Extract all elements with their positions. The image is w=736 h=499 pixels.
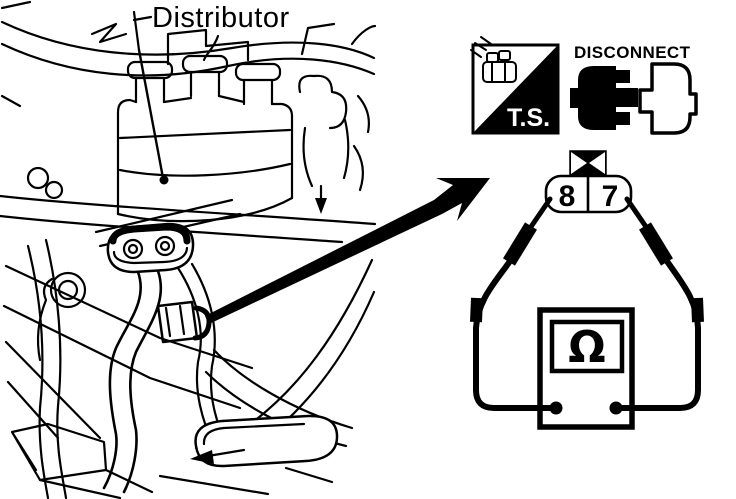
sensor-connector xyxy=(156,300,212,344)
hoses-top xyxy=(0,0,377,108)
ohmmeter: Ω xyxy=(549,319,625,415)
ohm-symbol: Ω xyxy=(568,322,605,373)
test-connector: 8 7 xyxy=(544,150,633,214)
terminal-8-label: 8 xyxy=(559,180,576,213)
tester-connector-glyph xyxy=(470,36,517,83)
engine-line-art xyxy=(0,0,377,499)
disconnect-socket-half xyxy=(570,66,638,130)
ohmmeter-display xyxy=(549,319,625,374)
distributor-callout-leader xyxy=(90,10,220,185)
leader-dot xyxy=(159,175,169,185)
disconnect-icon: DISCONNECT xyxy=(570,43,698,135)
engine-right-fittings xyxy=(298,74,370,214)
connector-boot xyxy=(106,222,195,274)
key-mark-white-right xyxy=(589,152,605,174)
disconnect-label: DISCONNECT xyxy=(574,43,691,62)
lead-sleeve-right xyxy=(691,297,704,323)
meter-terminal-right xyxy=(609,401,623,415)
key-mark-white-left xyxy=(571,152,587,174)
meter-terminal-left xyxy=(549,401,563,415)
terminal-7-label: 7 xyxy=(602,180,619,213)
test-leads xyxy=(470,196,704,411)
chassis-lines xyxy=(2,238,339,499)
tester-icon-black-triangle xyxy=(473,45,558,133)
lead-wire-left xyxy=(473,249,555,411)
magnification-arrow xyxy=(205,178,490,324)
disconnect-plug-half xyxy=(638,62,698,135)
lead-wire-right xyxy=(617,249,701,411)
tester-icon: T.S. xyxy=(470,36,560,135)
tester-badge-label: T.S. xyxy=(507,104,550,132)
distributor-label: Distributor xyxy=(152,2,290,34)
lead-sleeve-left xyxy=(470,297,483,323)
